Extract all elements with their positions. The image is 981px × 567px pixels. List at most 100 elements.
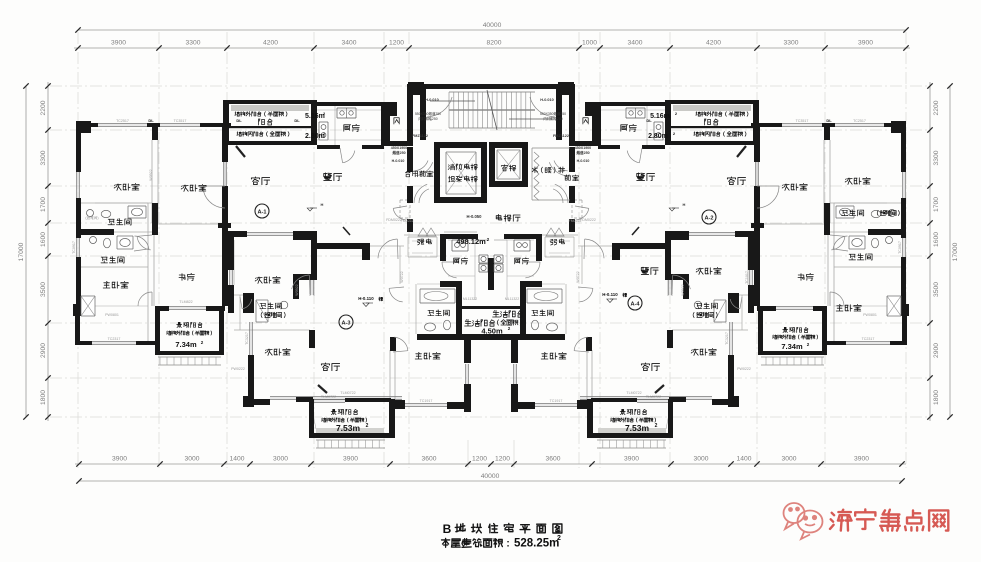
- svg-text:FM0222: FM0222: [569, 219, 582, 223]
- svg-text:FM0222: FM0222: [401, 219, 414, 223]
- svg-text:7.34m: 7.34m: [781, 342, 803, 351]
- svg-text:TC3217: TC3217: [245, 332, 249, 345]
- svg-text:TC3217: TC3217: [725, 332, 729, 345]
- svg-text:TC1017: TC1017: [745, 271, 749, 284]
- svg-text:498.12m: 498.12m: [456, 237, 486, 246]
- svg-text:550X350烟道250: 550X350烟道250: [540, 111, 566, 116]
- svg-text:17000: 17000: [18, 242, 25, 261]
- svg-text:TC2317: TC2317: [108, 337, 121, 341]
- svg-text:3000: 3000: [273, 456, 288, 463]
- svg-text:H-0.110: H-0.110: [358, 296, 374, 301]
- svg-text:DL: DL: [826, 118, 832, 123]
- svg-text:1400: 1400: [230, 456, 245, 463]
- svg-text:2: 2: [675, 111, 678, 116]
- svg-text:2: 2: [508, 326, 511, 331]
- svg-text:1700: 1700: [40, 197, 47, 212]
- svg-text:2.80m: 2.80m: [648, 133, 668, 140]
- svg-text:B: B: [443, 522, 452, 536]
- svg-text:1000: 1000: [582, 40, 597, 47]
- svg-text:3400: 3400: [628, 40, 643, 47]
- svg-text:3900: 3900: [854, 456, 869, 463]
- svg-text:A-2: A-2: [704, 215, 713, 221]
- svg-text:TC0917: TC0917: [72, 241, 76, 254]
- svg-text:17000: 17000: [952, 242, 959, 261]
- svg-text:3600: 3600: [546, 456, 561, 463]
- svg-text:7.53m: 7.53m: [336, 423, 361, 433]
- svg-text:450X1900: 450X1900: [391, 146, 407, 150]
- svg-text:3900: 3900: [624, 456, 639, 463]
- svg-text:7.34m: 7.34m: [175, 340, 197, 349]
- svg-text:A-4: A-4: [630, 301, 640, 307]
- svg-text:TLM0722: TLM0722: [626, 391, 641, 395]
- svg-text:2: 2: [201, 340, 204, 345]
- svg-text:H: H: [321, 202, 324, 207]
- svg-text:FDM0222: FDM0222: [580, 218, 596, 222]
- svg-text:2900: 2900: [40, 343, 47, 358]
- svg-text:PW0801: PW0801: [863, 313, 877, 317]
- svg-text:3000: 3000: [694, 456, 709, 463]
- svg-text:1400: 1400: [737, 456, 752, 463]
- svg-text:2: 2: [323, 111, 326, 116]
- svg-text:2: 2: [366, 423, 369, 429]
- svg-text:H: H: [683, 202, 686, 207]
- svg-text:40000: 40000: [483, 22, 502, 29]
- svg-text:H-0.010: H-0.010: [392, 159, 405, 163]
- svg-text:1700: 1700: [933, 197, 940, 212]
- svg-text::: :: [506, 539, 509, 550]
- svg-text:H-0.010: H-0.010: [540, 98, 554, 102]
- svg-text:40000: 40000: [481, 473, 500, 480]
- svg-text:TLM822: TLM822: [179, 300, 192, 304]
- svg-text:3300: 3300: [784, 40, 799, 47]
- svg-text:内衬脚踏250: 内衬脚踏250: [418, 116, 437, 121]
- svg-text:3900: 3900: [858, 40, 873, 47]
- svg-text:DL: DL: [646, 118, 652, 123]
- svg-text:H-0.010: H-0.010: [577, 159, 590, 163]
- svg-text:1200: 1200: [389, 40, 404, 47]
- svg-text:TC3517: TC3517: [174, 119, 187, 123]
- svg-text:3500: 3500: [40, 282, 47, 297]
- svg-text:4.50m: 4.50m: [481, 327, 503, 336]
- svg-text:3500: 3500: [933, 282, 940, 297]
- svg-text:2: 2: [323, 131, 326, 136]
- svg-text:2900: 2900: [933, 343, 940, 358]
- svg-text:ML11322: ML11322: [463, 297, 477, 301]
- svg-text:FDM0222: FDM0222: [386, 218, 402, 222]
- svg-text:8200: 8200: [487, 40, 502, 47]
- svg-text:H-0.050: H-0.050: [467, 214, 483, 219]
- svg-text:2: 2: [487, 237, 490, 242]
- svg-text:3900: 3900: [112, 456, 127, 463]
- svg-text:1600: 1600: [40, 232, 47, 247]
- svg-text:ML11322: ML11322: [505, 297, 519, 301]
- svg-text:3300: 3300: [933, 150, 940, 165]
- svg-text:PW0801: PW0801: [105, 313, 119, 317]
- svg-text:烟道250: 烟道250: [576, 150, 589, 155]
- svg-text:550X350烟道250: 550X350烟道250: [415, 111, 441, 116]
- svg-text:内衬脚踏250: 内衬脚踏250: [543, 116, 562, 121]
- svg-text:3000: 3000: [782, 456, 797, 463]
- svg-text:TC2517: TC2517: [116, 119, 129, 123]
- svg-text:DL: DL: [148, 118, 154, 123]
- svg-text:2: 2: [557, 535, 561, 542]
- svg-text:W0722: W0722: [400, 271, 404, 282]
- svg-text:1800: 1800: [933, 390, 940, 405]
- svg-text:烟道250: 烟道250: [392, 150, 405, 155]
- svg-text:450X1900: 450X1900: [575, 146, 591, 150]
- svg-text:2: 2: [673, 131, 676, 136]
- svg-text:W0922: W0922: [681, 284, 685, 295]
- svg-text:528.25m: 528.25m: [514, 538, 559, 550]
- svg-text:TLM0722: TLM0722: [321, 395, 336, 399]
- svg-text:FMZ1122: FMZ1122: [412, 134, 428, 138]
- svg-text:FMZ1122: FMZ1122: [553, 134, 569, 138]
- svg-text:A-3: A-3: [341, 320, 350, 326]
- svg-text:3300: 3300: [40, 150, 47, 165]
- svg-text:(遮难间): (遮难间): [85, 215, 98, 220]
- svg-text:H-0.010: H-0.010: [425, 98, 439, 102]
- svg-text:1200: 1200: [472, 456, 487, 463]
- svg-text:2200: 2200: [40, 100, 47, 115]
- svg-text:2: 2: [655, 423, 658, 429]
- svg-text:3900: 3900: [343, 456, 358, 463]
- svg-text:3600: 3600: [422, 456, 437, 463]
- svg-text:3900: 3900: [111, 40, 126, 47]
- svg-text:5.16m: 5.16m: [305, 113, 325, 120]
- svg-text:4200: 4200: [706, 40, 721, 47]
